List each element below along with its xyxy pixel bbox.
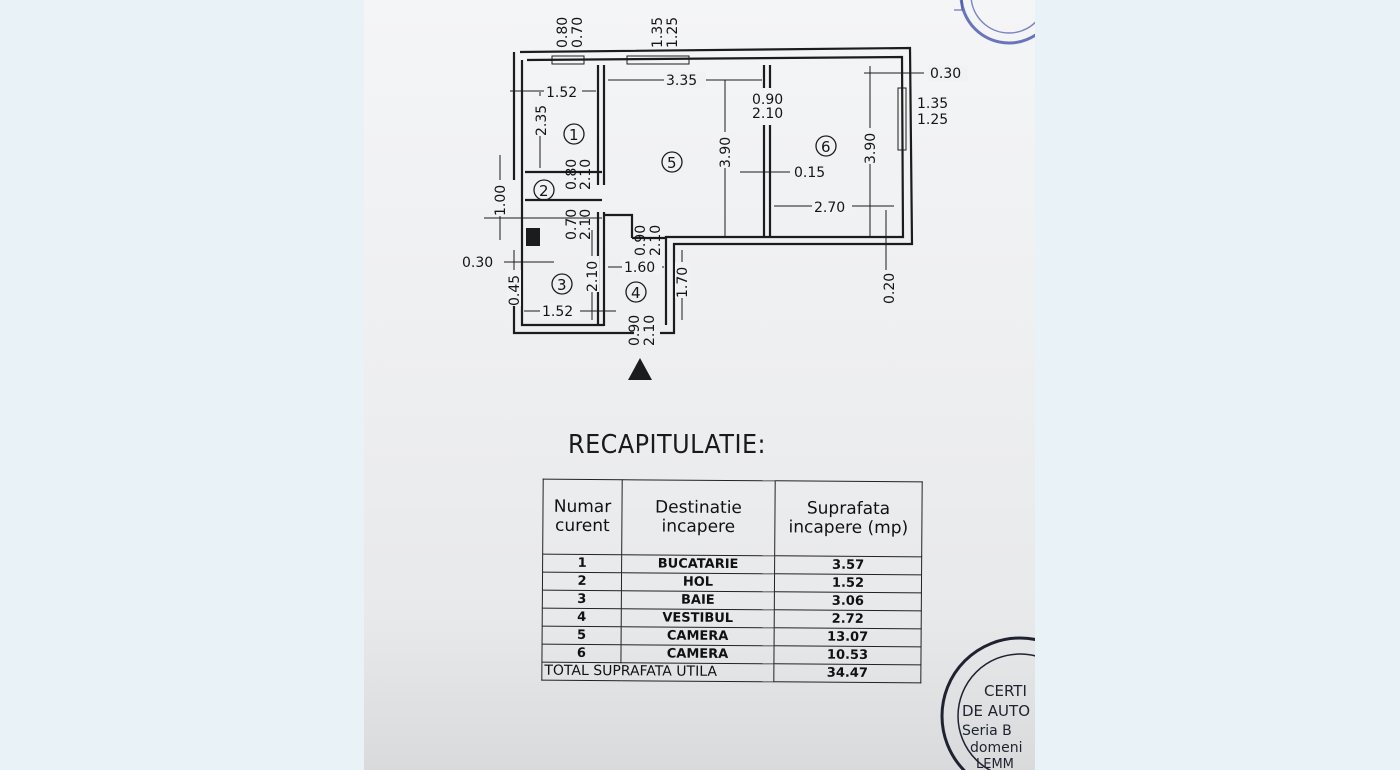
dimension-label: 3.35 [666, 73, 697, 89]
dimension-label: 2.10 [578, 159, 594, 190]
total-label: TOTAL SUPRAFATA UTILA [541, 662, 774, 682]
column-header: Numar curent [542, 479, 623, 555]
shaft-mark [526, 228, 540, 246]
dimension-label: 1.25 [917, 112, 948, 128]
table-header-row: Numar curent Destinatie incapere Suprafa… [542, 479, 923, 557]
room-number-6: 6 [821, 138, 831, 156]
inner-wall-outline [520, 55, 905, 327]
table-cell: 5 [542, 626, 622, 645]
stamp-text: DE AUTO [962, 702, 1030, 720]
table-cell: 10.53 [773, 645, 922, 665]
dimension-label: 2.10 [752, 106, 783, 122]
table-cell: 1 [542, 554, 622, 573]
dimension-label: 3.90 [863, 133, 879, 164]
dimension-label: 0.80 [564, 159, 580, 190]
dimension-label: 0.70 [570, 17, 586, 48]
column-header: Suprafata incapere (mp) [774, 480, 923, 557]
total-value: 34.47 [773, 663, 921, 683]
dimension-lines [484, 66, 924, 320]
table-cell: 3.57 [774, 555, 922, 575]
table-cell: 4 [542, 608, 622, 627]
room-marker [551, 273, 573, 295]
dimension-label: 0.30 [462, 255, 493, 271]
table-cell: 6 [541, 644, 622, 663]
room-number-1: 1 [569, 126, 579, 144]
table-cell: CAMERA [620, 644, 775, 664]
table-cell: 2 [542, 572, 622, 591]
dimension-label: 3.90 [718, 137, 734, 168]
window-mark [551, 55, 585, 65]
table-cell: CAMERA [621, 626, 775, 646]
dimension-label: 0.30 [930, 66, 961, 82]
dimension-label: 1.00 [493, 185, 509, 216]
table-cell: 13.07 [774, 627, 922, 647]
table-cell: 3 [542, 590, 622, 609]
dimension-label: 1.52 [546, 85, 577, 101]
dimension-label: 2.10 [648, 225, 664, 256]
table-cell: VESTIBUL [621, 608, 775, 628]
table-total-row: TOTAL SUPRAFATA UTILA 34.47 [541, 662, 921, 683]
table-cell: BAIE [621, 590, 775, 610]
dimension-label: 0.45 [507, 275, 523, 306]
room-number-3: 3 [557, 276, 567, 294]
dimension-label: 1.60 [624, 260, 655, 276]
table-cell: HOL [621, 572, 775, 592]
dimension-label: 2.70 [814, 200, 845, 216]
room-number-4: 4 [631, 284, 641, 302]
table-cell: 1.52 [774, 573, 922, 593]
dimension-label: 0.90 [633, 225, 649, 256]
dimension-label: 1.52 [542, 304, 573, 320]
dimension-label: 2.10 [585, 261, 601, 292]
room-number-5: 5 [667, 154, 677, 172]
room-marker [533, 179, 555, 201]
dimension-label: 2.10 [642, 315, 658, 346]
room-number-2: 2 [539, 182, 549, 200]
dimension-label: 0.90 [627, 315, 643, 346]
room-marker [661, 151, 683, 173]
room-marker [625, 281, 647, 303]
room-marker [563, 123, 585, 145]
dimension-label: 0.80 [555, 17, 571, 48]
window-mark [897, 87, 907, 151]
entrance-arrow-icon [628, 358, 652, 380]
table-cell: 3.06 [774, 591, 922, 611]
dimension-label: 2.35 [534, 105, 550, 136]
dimension-label: 1.25 [665, 17, 681, 48]
dimension-label: 1.70 [675, 267, 691, 298]
column-header: Destinatie incapere [621, 479, 776, 556]
table-cell: 2.72 [774, 609, 922, 629]
stamp-seal-top [954, 0, 1035, 45]
dimension-label: 0.90 [752, 92, 783, 108]
floor-plan-document: 1.52 3.35 0.30 0.15 2.70 0.30 1.60 1.52 … [364, 0, 1035, 770]
dimension-label: 0.20 [882, 273, 898, 304]
dimension-label: 1.35 [650, 17, 666, 48]
stamp-text: LEMM [976, 757, 1014, 770]
room-marker [815, 135, 837, 157]
dimension-label: 0.15 [794, 165, 825, 181]
stamp-text: Seria B [962, 723, 1012, 739]
stamp-text: domeni [970, 740, 1022, 756]
dimension-label: 2.10 [578, 209, 594, 240]
dimension-label: 1.35 [917, 96, 948, 112]
certification-stamp: CERTI DE AUTO Seria B domeni LEMM [940, 636, 1035, 770]
table-cell: BUCATARIE [621, 554, 775, 574]
summary-table: Numar curent Destinatie incapere Suprafa… [541, 479, 923, 684]
dimension-label: 0.70 [564, 209, 580, 240]
floor-plan: 1.52 3.35 0.30 0.15 2.70 0.30 1.60 1.52 … [462, 17, 968, 380]
window-mark [626, 55, 690, 65]
stamp-text: CERTI [984, 682, 1027, 700]
summary-title: RECAPITULATIE: [568, 430, 767, 460]
